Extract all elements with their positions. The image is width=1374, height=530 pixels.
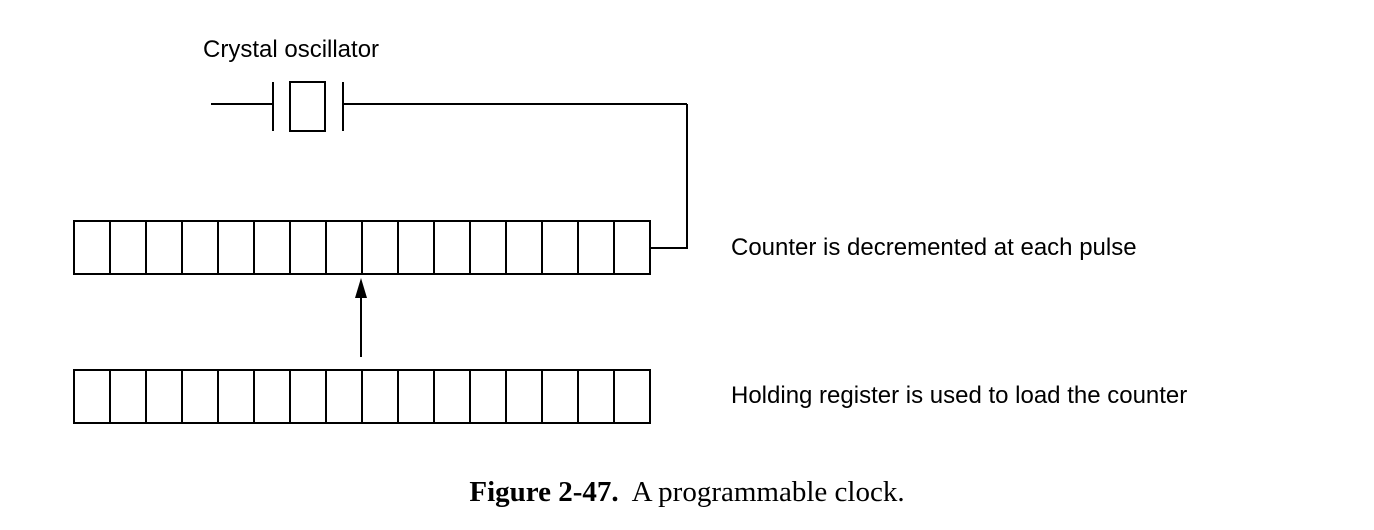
counter-cell bbox=[361, 220, 399, 275]
counter-cell bbox=[397, 220, 435, 275]
holding-register-cell bbox=[361, 369, 399, 424]
pulse-wire bbox=[650, 104, 688, 249]
holding-register-cell bbox=[289, 369, 327, 424]
holding-register-cell bbox=[325, 369, 363, 424]
counter-register bbox=[73, 220, 651, 275]
holding-register-cell bbox=[397, 369, 435, 424]
holding-register-cell bbox=[145, 369, 183, 424]
counter-cell bbox=[577, 220, 615, 275]
holding-register-cell bbox=[253, 369, 291, 424]
holding-register-cell bbox=[217, 369, 255, 424]
oscillator-label: Crystal oscillator bbox=[203, 36, 380, 63]
holding-register-cell bbox=[433, 369, 471, 424]
holding-register bbox=[73, 369, 651, 424]
arrow-head bbox=[355, 278, 367, 298]
oscillator-crystal bbox=[289, 81, 326, 132]
figure-number: Figure 2-47. bbox=[469, 476, 619, 508]
figure-title: A programmable clock. bbox=[631, 476, 905, 508]
holding-register-cell bbox=[613, 369, 651, 424]
holding-register-cell bbox=[181, 369, 219, 424]
counter-label: Counter is decremented at each pulse bbox=[731, 234, 1137, 261]
load-arrow bbox=[355, 278, 367, 357]
counter-cell bbox=[181, 220, 219, 275]
counter-cell bbox=[217, 220, 255, 275]
counter-cell bbox=[433, 220, 471, 275]
holding-register-cell bbox=[505, 369, 543, 424]
counter-cell bbox=[469, 220, 507, 275]
figure-caption: Figure 2-47. A programmable clock. bbox=[0, 476, 1374, 509]
holding-register-cell bbox=[577, 369, 615, 424]
counter-cell bbox=[73, 220, 111, 275]
counter-cell bbox=[541, 220, 579, 275]
counter-cell bbox=[289, 220, 327, 275]
holding-register-label: Holding register is used to load the cou… bbox=[731, 382, 1188, 409]
holding-register-cell bbox=[73, 369, 111, 424]
holding-register-cell bbox=[469, 369, 507, 424]
counter-cell bbox=[145, 220, 183, 275]
crystal-oscillator-symbol bbox=[211, 81, 687, 132]
counter-cell bbox=[325, 220, 363, 275]
counter-cell bbox=[505, 220, 543, 275]
counter-cell bbox=[613, 220, 651, 275]
counter-cell bbox=[253, 220, 291, 275]
holding-register-cell bbox=[109, 369, 147, 424]
counter-cell bbox=[109, 220, 147, 275]
holding-register-cell bbox=[541, 369, 579, 424]
